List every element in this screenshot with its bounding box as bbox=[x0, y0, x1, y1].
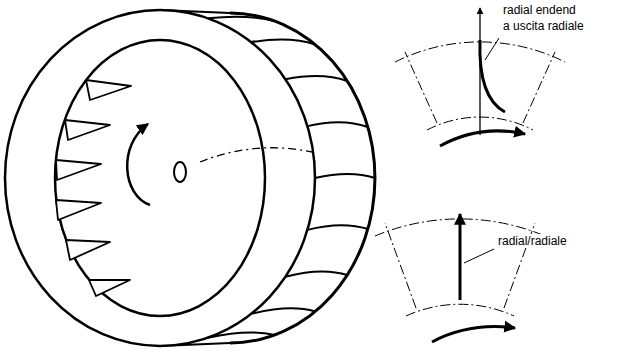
part-label: radial/radiale bbox=[497, 234, 568, 248]
rotation-arrow bbox=[432, 327, 515, 342]
leader-line bbox=[485, 38, 499, 60]
hub bbox=[174, 162, 186, 182]
curved-blade bbox=[480, 40, 505, 112]
part-label: a uscita radiale bbox=[502, 19, 585, 33]
radial-direction-arrow bbox=[479, 8, 480, 135]
back-plate-line bbox=[200, 148, 312, 162]
inner-blades bbox=[56, 80, 131, 296]
rotation-arrow bbox=[440, 131, 525, 146]
rotation-arrow bbox=[127, 124, 150, 205]
part-label: radial endend bbox=[502, 3, 577, 17]
leader-line bbox=[464, 249, 494, 263]
radial-blade bbox=[459, 214, 462, 300]
front-ring bbox=[5, 10, 315, 346]
